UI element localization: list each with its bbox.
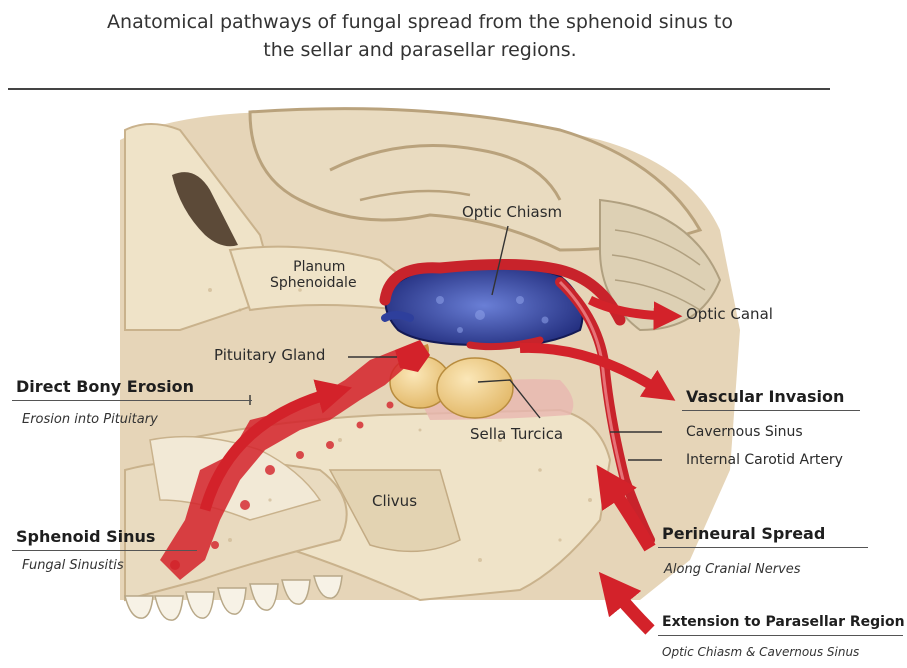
- pathway-perineural-subtitle: Along Cranial Nerves: [664, 562, 801, 577]
- pathway-direct-erosion-subtitle: Erosion into Pituitary: [22, 412, 158, 427]
- optic-nerve-blue: [385, 315, 410, 318]
- pathway-vascular-invasion-underline: [682, 410, 860, 411]
- label-optic-chiasm: Optic Chiasm: [462, 203, 562, 221]
- pathway-parasellar-title: Extension to Parasellar Region: [662, 614, 905, 630]
- label-planum-line1: Planum: [282, 259, 357, 275]
- pathway-sphenoid-sinus-subtitle: Fungal Sinusitis: [22, 558, 124, 573]
- pituitary-posterior-lobe: [437, 358, 513, 418]
- label-planum: Planum Sphenoidale: [282, 259, 357, 291]
- pathway-perineural-underline: [658, 547, 868, 548]
- label-optic-canal: Optic Canal: [686, 305, 773, 323]
- pathway-sphenoid-sinus-underline: [12, 550, 197, 551]
- label-sella-turcica: Sella Turcica: [470, 425, 563, 443]
- label-pituitary-gland: Pituitary Gland: [214, 346, 325, 364]
- label-clivus: Clivus: [372, 492, 417, 510]
- pathway-parasellar-subtitle: Optic Chiasm & Cavernous Sinus: [662, 645, 859, 659]
- pathway-direct-erosion-underline: [12, 400, 252, 401]
- pathway-cavernous-sinus: Cavernous Sinus: [686, 424, 803, 440]
- pathway-parasellar-underline: [658, 635, 903, 636]
- pathway-perineural-title: Perineural Spread: [662, 524, 825, 543]
- label-planum-line2: Sphenoidale: [270, 275, 357, 291]
- pathway-vascular-invasion-title: Vascular Invasion: [686, 387, 844, 406]
- optic-chiasm-shape: [386, 265, 583, 346]
- pathway-sphenoid-sinus-title: Sphenoid Sinus: [16, 527, 155, 546]
- pathway-direct-erosion-title: Direct Bony Erosion: [16, 377, 194, 396]
- pathway-internal-carotid: Internal Carotid Artery: [686, 452, 843, 468]
